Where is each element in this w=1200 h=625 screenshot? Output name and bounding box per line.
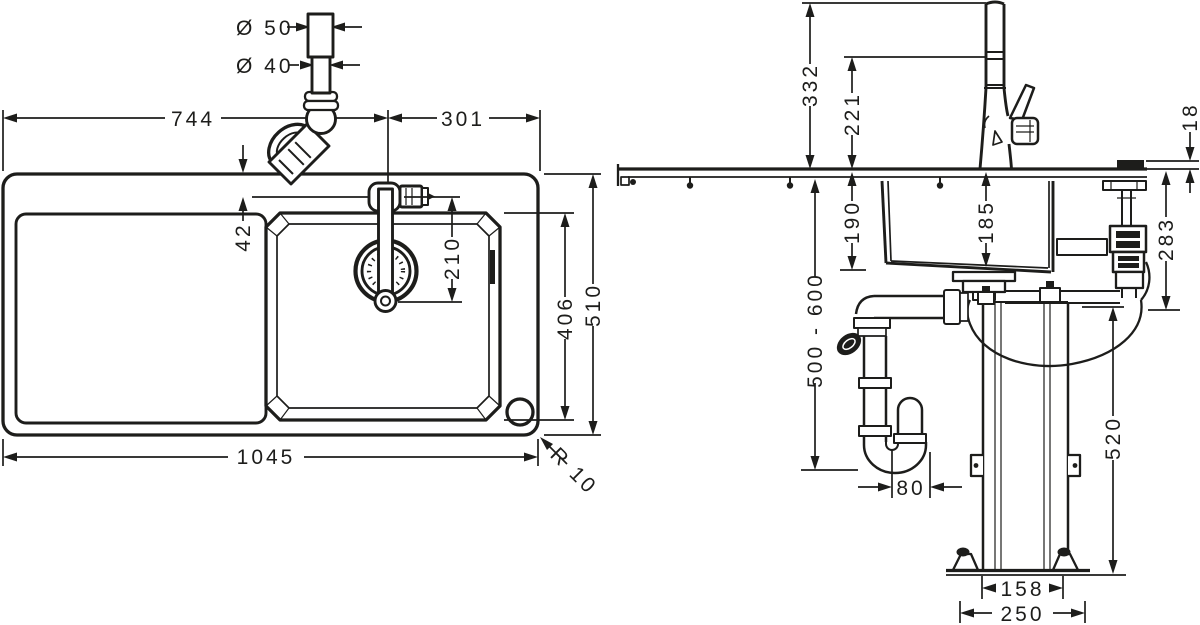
dim-bowl-depth-plan: 406 [504,212,577,421]
dim-column-height: 520 [1082,306,1125,574]
dim-label-250: 250 [1000,603,1044,625]
mounting-column [946,281,1126,576]
dim-column-inner-width: 158 [981,576,1064,601]
bowden-cable [1140,261,1151,301]
trap-outlet-dome [896,396,924,441]
tap-spout-top [377,187,394,297]
dim-label-185: 185 [975,200,998,244]
dim-corner-radius: R 10 [540,437,602,499]
overflow-slot [490,250,495,284]
dim-label-190: 190 [841,200,864,244]
bowl-side-profile [880,180,1055,301]
overflow-channel [1056,238,1108,256]
dim-label-520: 520 [1102,416,1125,460]
side-view: 332 221 18 190 [616,0,1200,625]
angled-pipe [267,122,331,186]
tap-handle-side [1008,83,1040,146]
pipe-dia40 [310,55,332,95]
wall-mount-tabs [969,453,1082,478]
dim-spout-outlet-height: 221 [841,56,985,169]
dishwasher-port-cap [836,332,862,356]
dim-label-42: 42 [232,222,255,251]
sink-outline-top [1,172,540,437]
dim-label-1045: 1045 [237,446,296,469]
dim-label-332: 332 [799,63,822,107]
dim-label-r10: R 10 [546,443,602,499]
dim-spout-reach: 210 [398,197,464,303]
dim-label-283: 283 [1155,217,1178,261]
dim-sink-depth: 510 [544,173,605,436]
dim-tap-offset: 42 [232,145,460,252]
dim-drain-outlet-drop: 283 [1148,171,1180,311]
dim-label-dia40: Ø 40 [236,55,294,78]
drainer-area [14,212,268,425]
dim-label-80: 80 [896,477,925,500]
dim-spout-top-height: 332 [799,2,986,169]
plan-view: 744 301 Ø 50 Ø 40 [1,12,605,499]
dim-width-left: 744 [2,108,389,188]
dim-label-18: 18 [1179,102,1200,131]
tap-side-view [978,0,1040,170]
dim-bowl-depth-inner: 185 [975,172,998,267]
dim-label-dia50: Ø 50 [236,17,294,40]
dim-bowl-depth-outer: 190 [840,172,866,271]
dim-label-301: 301 [441,108,485,131]
dim-sink-width: 1045 [2,439,539,469]
dim-label-406: 406 [554,296,577,340]
drain-tailpiece-assembly [267,12,340,186]
dim-base-plate-width: 250 [959,601,1086,625]
dim-trap-outlet-height-range: 500 - 600 [801,179,858,471]
dim-label-500-600: 500 - 600 [804,272,827,388]
drain-knob [1117,160,1144,170]
dim-label-158: 158 [1000,578,1044,601]
fastening-clips [686,177,944,189]
drain-actuator [966,160,1151,368]
p-trap [836,289,969,475]
dim-label-221: 221 [841,92,864,136]
dim-label-744: 744 [171,108,215,131]
dim-knob-height: 18 [1146,102,1200,193]
dim-label-510: 510 [582,283,605,327]
knob-hole [505,397,535,427]
spout-outlet [373,289,398,313]
base-feet [951,547,1080,572]
bowl-corner-chamfers [265,212,501,421]
dim-trap-width: 80 [858,450,962,500]
pipe-dia50 [306,12,335,59]
dim-width-right: 301 [388,108,541,171]
dim-tailpiece-diameters: Ø 50 Ø 40 [236,17,362,78]
spray-release [992,130,1003,146]
counter-profile [616,164,1147,189]
dim-label-210: 210 [441,236,464,280]
